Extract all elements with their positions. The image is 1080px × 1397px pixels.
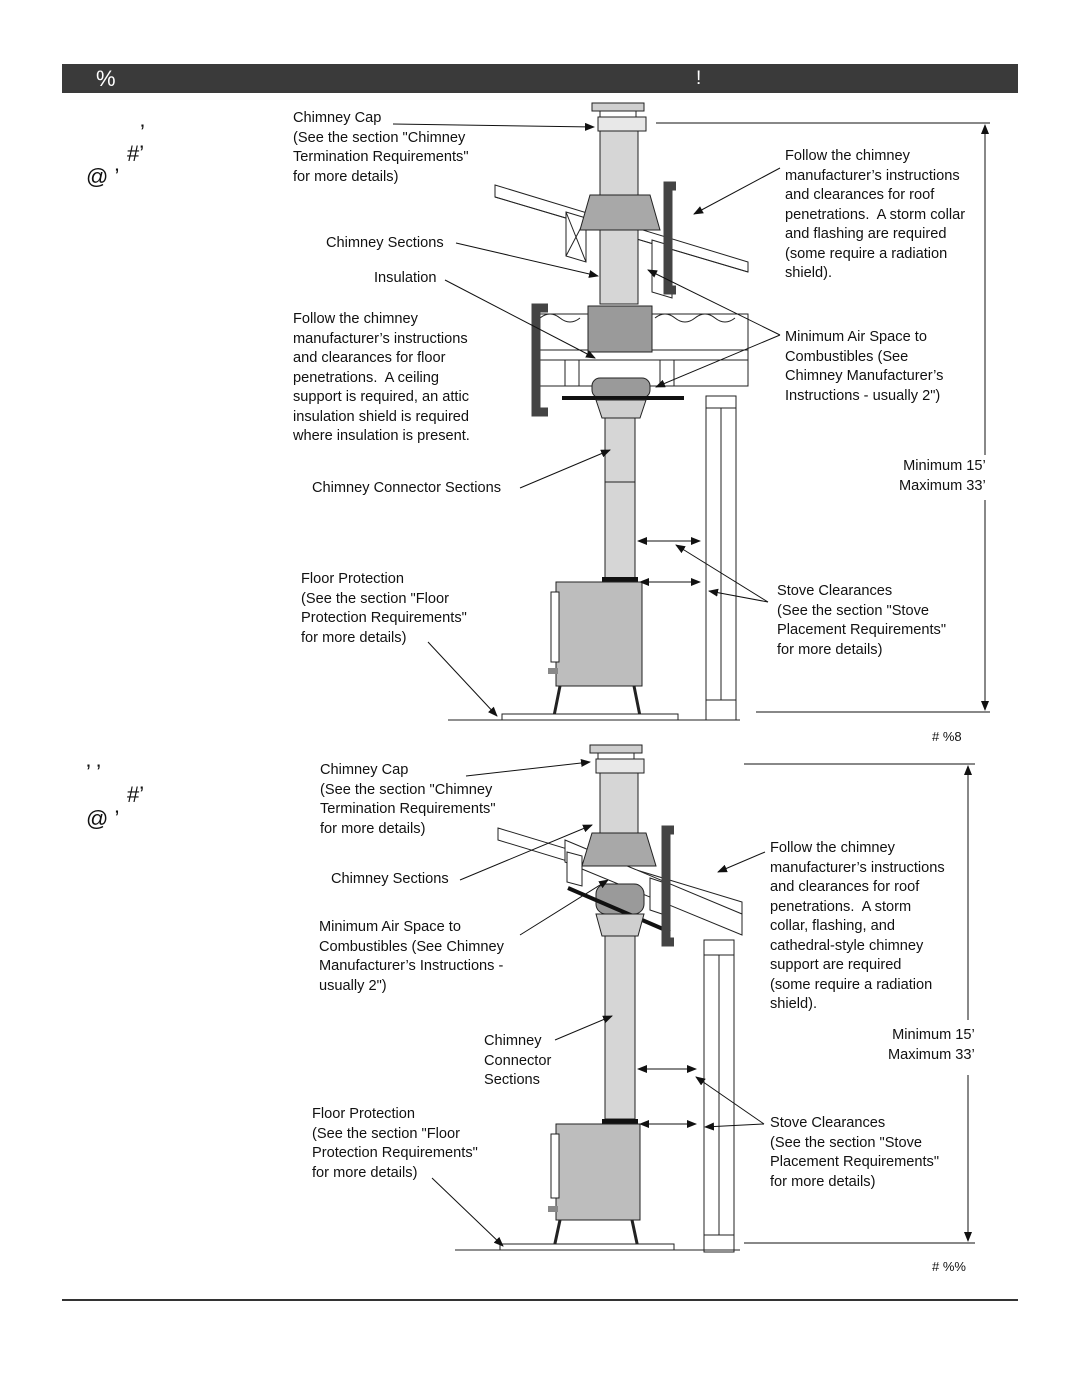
fig1-height-label: Minimum 15’ Maximum 33’	[899, 458, 986, 494]
fig1-chimney-mid	[599, 229, 639, 305]
header-right-glyph: !	[696, 68, 702, 89]
fig1-roof-brace	[663, 181, 676, 295]
fig1-floor-brace	[531, 303, 548, 417]
fig2-floor-protection-label: Floor Protection (See the section "Floor…	[312, 1106, 478, 1181]
left-glyph-top-3: @ ’	[86, 164, 120, 189]
fig2-height-label: Minimum 15’ Maximum 33’	[888, 1027, 975, 1063]
fig1-insulation-shield	[587, 305, 653, 353]
fig2-chimney-upper	[599, 772, 639, 834]
left-glyph-bottom-2: #’	[127, 782, 145, 807]
fig2-stove-clearances-label: Stove Clearances (See the section "Stove…	[770, 1115, 940, 1190]
fig1-stove	[548, 581, 643, 717]
fig1-floor-protection-label: Floor Protection (See the section "Floor…	[301, 571, 467, 646]
fig1-air-space-label: Minimum Air Space to Combustibles (See C…	[785, 329, 944, 404]
fig1-storm-collar	[579, 194, 661, 231]
left-glyph-bottom-1: ’ ’	[86, 760, 102, 785]
fig1-floor-penetration-label: Follow the chimney manufacturer’s instru…	[293, 311, 470, 444]
fig1-roof-penetration-label: Follow the chimney manufacturer’s instru…	[785, 148, 966, 281]
fig1-floor-protection	[501, 713, 679, 721]
fig1-wall	[705, 395, 737, 721]
left-glyph-bottom-3: @ ’	[86, 806, 120, 831]
left-glyph-top-1: ’	[140, 120, 145, 145]
fig1-chimney-cap-label: Chimney Cap (See the section "Chimney Te…	[293, 110, 469, 185]
fig2-chimney-cap-label: Chimney Cap (See the section "Chimney Te…	[320, 762, 496, 837]
fig1-connector-sections-label: Chimney Connector Sections	[312, 480, 501, 496]
fig1-chimney-cap	[591, 102, 647, 132]
section-header-bar: % !	[62, 64, 1018, 93]
fig2-chimney-cap	[589, 744, 645, 774]
fig2-connector-pipe	[604, 935, 636, 1120]
footer-rule	[62, 1299, 1018, 1301]
left-glyph-top-2: #’	[127, 141, 145, 166]
fig2-roof-brace	[661, 825, 674, 947]
fig2-wall	[703, 939, 735, 1253]
fig2-air-space-label: Minimum Air Space to Combustibles (See C…	[319, 919, 504, 994]
fig2-figure-number: # %%	[932, 1259, 966, 1274]
header-left-glyph: %	[96, 66, 116, 91]
fig2-roof-penetration-label: Follow the chimney manufacturer’s instru…	[770, 840, 945, 1012]
fig1-chimney-sections-label: Chimney Sections	[326, 235, 444, 251]
fig2-floor-protection	[499, 1243, 675, 1251]
fig1-chimney-upper	[599, 130, 639, 196]
fig1-stove-clearances-label: Stove Clearances (See the section "Stove…	[777, 583, 947, 658]
fig2-stove	[548, 1123, 641, 1249]
fig1-connector-pipe	[604, 417, 636, 579]
fig2-connector-sections-label: Chimney Connector Sections	[484, 1033, 552, 1088]
fig2-storm-collar	[581, 832, 657, 867]
fig2-chimney-sections-label: Chimney Sections	[331, 871, 449, 887]
fig1-insulation-label: Insulation	[374, 270, 437, 286]
fig1-figure-number: # %8	[932, 729, 962, 744]
